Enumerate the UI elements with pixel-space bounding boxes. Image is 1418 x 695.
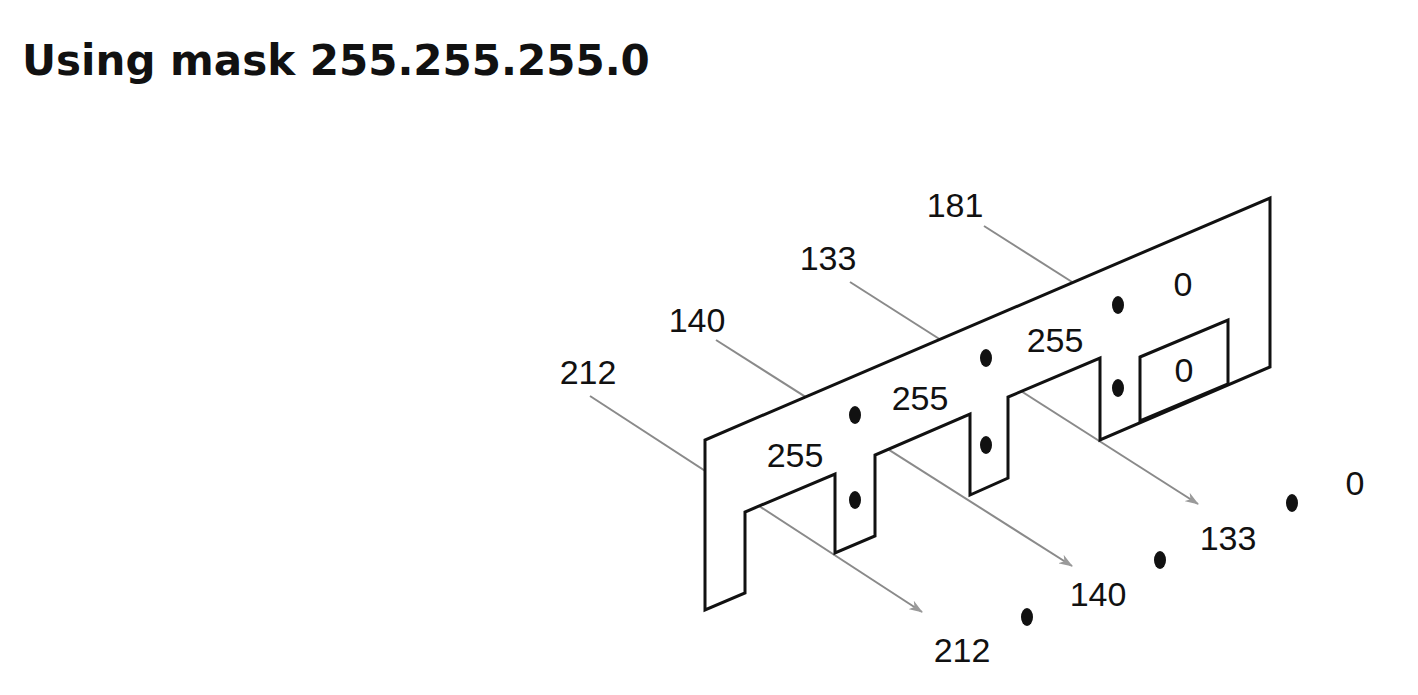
dot bbox=[1286, 494, 1298, 512]
dot bbox=[1154, 551, 1166, 569]
dot bbox=[1021, 608, 1033, 626]
dot bbox=[1112, 296, 1124, 314]
mask-octet: 255 bbox=[764, 437, 827, 473]
ip-octet: 133 bbox=[797, 240, 860, 276]
result-octet: 212 bbox=[931, 632, 994, 668]
dot bbox=[980, 436, 992, 454]
dot bbox=[980, 349, 992, 367]
dot bbox=[1112, 379, 1124, 397]
ip-octet: 212 bbox=[557, 354, 620, 390]
ip-octet: 140 bbox=[666, 302, 729, 338]
mask-octet: 0 bbox=[1172, 352, 1197, 388]
title: Using mask 255.255.255.0 bbox=[22, 36, 650, 85]
result-octet: 140 bbox=[1067, 576, 1130, 612]
mask-stencil bbox=[705, 198, 1270, 610]
mask-octet: 255 bbox=[1024, 322, 1087, 358]
mask-octet: 255 bbox=[889, 380, 952, 416]
mask-octet: 0 bbox=[1171, 266, 1196, 302]
dot bbox=[849, 406, 861, 424]
result-octet: 0 bbox=[1343, 465, 1368, 501]
leader-line bbox=[984, 226, 1080, 287]
ip-octet: 181 bbox=[924, 187, 987, 223]
dot bbox=[849, 491, 861, 509]
result-octet: 133 bbox=[1197, 520, 1260, 556]
mask-window bbox=[1140, 320, 1228, 421]
octet-dots bbox=[849, 296, 1298, 626]
